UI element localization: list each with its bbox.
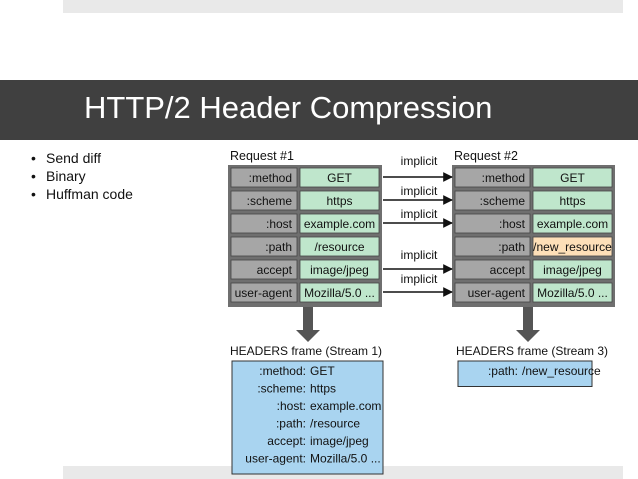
top-decor-bar xyxy=(63,0,623,13)
title-bar xyxy=(0,80,638,140)
implicit-label: implicit xyxy=(401,184,438,198)
frame2-box xyxy=(457,360,593,387)
request2-row-value: /new_resource xyxy=(533,240,612,254)
request1-row-value: image/jpeg xyxy=(310,263,369,277)
request2-value-cell xyxy=(532,213,613,234)
frame1-line-value: example.com xyxy=(310,399,381,413)
request1-row-name: :host xyxy=(266,217,293,231)
down-arrow-icon xyxy=(296,307,320,342)
request2-row-name: user-agent xyxy=(468,286,526,300)
request1-name-cell xyxy=(230,190,298,211)
frame2-line-name: :path: xyxy=(488,364,518,378)
frame1-line-value: Mozilla/5.0 ... xyxy=(310,452,381,466)
frame1-box xyxy=(231,360,384,475)
request1-value-cell xyxy=(299,282,380,303)
frame1-line-value: https xyxy=(310,382,336,396)
frame1-line-value: image/jpeg xyxy=(310,434,369,448)
frame1-line-value: GET xyxy=(310,364,335,378)
request1-label: Request #1 xyxy=(230,149,294,163)
frame2-label: HEADERS frame (Stream 3) xyxy=(456,344,608,358)
frame1-line-value: /resource xyxy=(310,417,360,431)
request2-name-cell xyxy=(454,167,531,188)
request2-value-cell xyxy=(532,236,613,257)
down-arrow-icon xyxy=(516,307,540,342)
implicit-label: implicit xyxy=(401,272,438,286)
request1-row-value: https xyxy=(326,194,352,208)
request1-row-name: :method xyxy=(249,171,292,185)
request1-row-name: user-agent xyxy=(235,286,293,300)
request1-name-cell xyxy=(230,282,298,303)
bullet-item: Huffman code xyxy=(31,185,133,203)
request1-name-cell xyxy=(230,213,298,234)
request2-value-cell xyxy=(532,167,613,188)
request2-name-cell xyxy=(454,282,531,303)
request2-name-cell xyxy=(454,259,531,280)
request1-row-name: :path xyxy=(265,240,292,254)
request2-row-name: accept xyxy=(490,263,526,277)
request2-row-value: Mozilla/5.0 ... xyxy=(537,286,608,300)
bullet-list: Send diff Binary Huffman code xyxy=(31,149,133,203)
request1-row-value: /resource xyxy=(314,240,364,254)
request1-row-value: GET xyxy=(327,171,352,185)
request2-row-value: example.com xyxy=(537,217,608,231)
frame1-line-name: :scheme: xyxy=(257,382,306,396)
request1-row-name: :scheme xyxy=(247,194,293,208)
request2-label: Request #2 xyxy=(454,149,518,163)
request2-row-value: GET xyxy=(560,171,585,185)
bullet-item: Send diff xyxy=(31,149,133,167)
request2-value-cell xyxy=(532,282,613,303)
implicit-label: implicit xyxy=(401,248,438,262)
request1-value-cell xyxy=(299,236,380,257)
request2-row-value: image/jpeg xyxy=(543,263,602,277)
request2-name-cell xyxy=(454,190,531,211)
request1-value-cell xyxy=(299,167,380,188)
frame2-line-value: /new_resource xyxy=(522,364,601,378)
bullet-item: Binary xyxy=(31,167,133,185)
request1-name-cell xyxy=(230,259,298,280)
request2-name-cell xyxy=(454,236,531,257)
frame1-line-name: user-agent: xyxy=(245,452,306,466)
implicit-label: implicit xyxy=(401,154,438,168)
request1-row-value: Mozilla/5.0 ... xyxy=(304,286,375,300)
frame1-line-name: accept: xyxy=(267,434,306,448)
frame1-label: HEADERS frame (Stream 1) xyxy=(230,344,382,358)
request2-name-cell xyxy=(454,213,531,234)
request2-row-name: :host xyxy=(499,217,526,231)
request1-row-value: example.com xyxy=(304,217,375,231)
request2-row-name: :method xyxy=(482,171,525,185)
request1-row-name: accept xyxy=(257,263,293,277)
request2-value-cell xyxy=(532,259,613,280)
request2-value-cell xyxy=(532,190,613,211)
frame1-line-name: :method: xyxy=(259,364,306,378)
request2-row-name: :scheme xyxy=(480,194,526,208)
request2-row-name: :path xyxy=(498,240,525,254)
slide-title: HTTP/2 Header Compression xyxy=(84,90,493,125)
frame1-line-name: :host: xyxy=(277,399,306,413)
request1-name-cell xyxy=(230,167,298,188)
request1-value-cell xyxy=(299,259,380,280)
implicit-label: implicit xyxy=(401,207,438,221)
frame1-line-name: :path: xyxy=(276,417,306,431)
request2-row-value: https xyxy=(559,194,585,208)
request1-name-cell xyxy=(230,236,298,257)
request1-value-cell xyxy=(299,190,380,211)
request1-value-cell xyxy=(299,213,380,234)
